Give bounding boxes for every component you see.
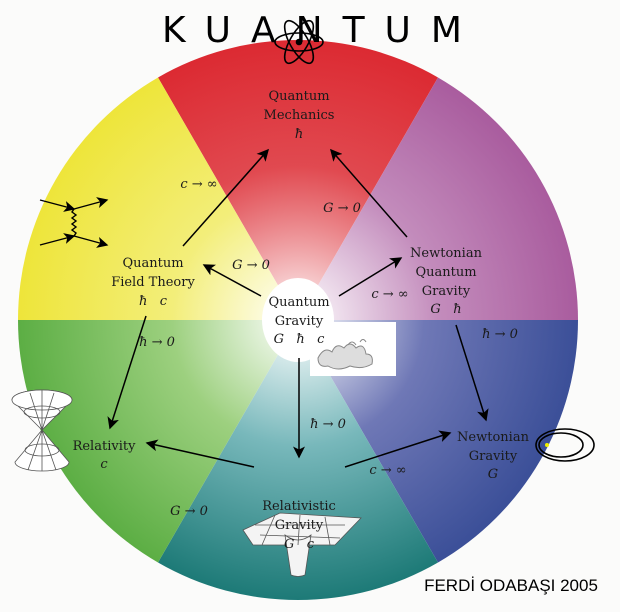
arrow-nqg-to-ng xyxy=(455,324,489,422)
limit-label: c → ∞ xyxy=(180,177,217,192)
limit-label: ħ → 0 xyxy=(310,417,346,432)
node-newtonian-quantum-gravity: Newtonian Quantum Gravity G ħ xyxy=(410,246,483,317)
author-credit: FERDİ ODABAŞI 2005 xyxy=(424,576,598,595)
arrow-rg-to-ng xyxy=(344,430,452,468)
node-label: Quantum xyxy=(268,295,329,310)
node-label: Gravity xyxy=(422,284,471,299)
limit-label: ħ → 0 xyxy=(139,335,175,350)
node-constants: ħ xyxy=(295,127,303,142)
limit-label: G → 0 xyxy=(170,504,208,519)
limit-label: c → ∞ xyxy=(369,463,406,478)
node-label: Relativistic xyxy=(262,499,336,514)
node-relativity: Relativity c xyxy=(73,439,136,472)
node-quantum-gravity: Quantum Gravity G ħ c xyxy=(268,295,329,347)
light-cone-icon xyxy=(11,389,73,472)
limit-label: G → 0 xyxy=(323,201,361,216)
orbit-icon xyxy=(535,428,595,462)
sector-newtonian-gravity xyxy=(298,320,578,563)
spacetime-foam-icon xyxy=(317,339,373,370)
limit-label: c → ∞ xyxy=(371,287,408,302)
sector-quantum-mechanics xyxy=(158,39,438,320)
node-label: Gravity xyxy=(275,518,324,533)
node-constants: ħ c xyxy=(139,294,168,309)
node-label: Mechanics xyxy=(264,108,335,123)
sector-relativistic-gravity xyxy=(158,320,438,601)
node-quantum-mechanics: Quantum Mechanics ħ xyxy=(264,89,335,142)
node-label: Quantum xyxy=(122,256,183,271)
node-quantum-field-theory: Quantum Field Theory ħ c xyxy=(111,256,195,309)
node-label: Quantum xyxy=(268,89,329,104)
node-label: Quantum xyxy=(415,265,476,280)
node-constants: G xyxy=(488,467,498,482)
quantum-gravity-bubble xyxy=(262,278,334,362)
limit-label: ħ → 0 xyxy=(482,327,518,342)
sector-newtonian-quantum-gravity xyxy=(298,77,578,320)
title: KUANTUM xyxy=(162,10,482,51)
arrow-qft-to-rel xyxy=(107,315,147,430)
node-label: Newtonian xyxy=(410,246,483,261)
node-label: Gravity xyxy=(469,449,518,464)
node-label: Relativity xyxy=(73,439,136,454)
node-constants: G ħ c xyxy=(274,332,326,347)
sector-quantum-field-theory xyxy=(18,77,298,320)
feynman-diagram-icon xyxy=(39,197,109,248)
gravity-well-icon xyxy=(242,512,362,577)
node-newtonian-gravity: Newtonian Gravity G xyxy=(457,430,530,482)
node-label: Newtonian xyxy=(457,430,530,445)
limit-label: G → 0 xyxy=(232,258,270,273)
arrow-nqg-to-qm xyxy=(330,148,408,238)
node-constants: G c xyxy=(284,537,315,552)
node-label: Field Theory xyxy=(111,275,195,290)
atom-icon xyxy=(274,19,324,65)
node-constants: G ħ xyxy=(430,302,461,317)
node-label: Gravity xyxy=(275,314,324,329)
node-relativistic-gravity: Relativistic Gravity G c xyxy=(262,499,336,552)
arrow-qg-to-nqg xyxy=(338,257,403,297)
node-constants: c xyxy=(100,457,108,472)
arrow-qg-to-qft xyxy=(202,264,262,297)
arrow-qft-to-qm xyxy=(182,148,269,247)
arrow-rg-to-rel xyxy=(145,439,255,468)
